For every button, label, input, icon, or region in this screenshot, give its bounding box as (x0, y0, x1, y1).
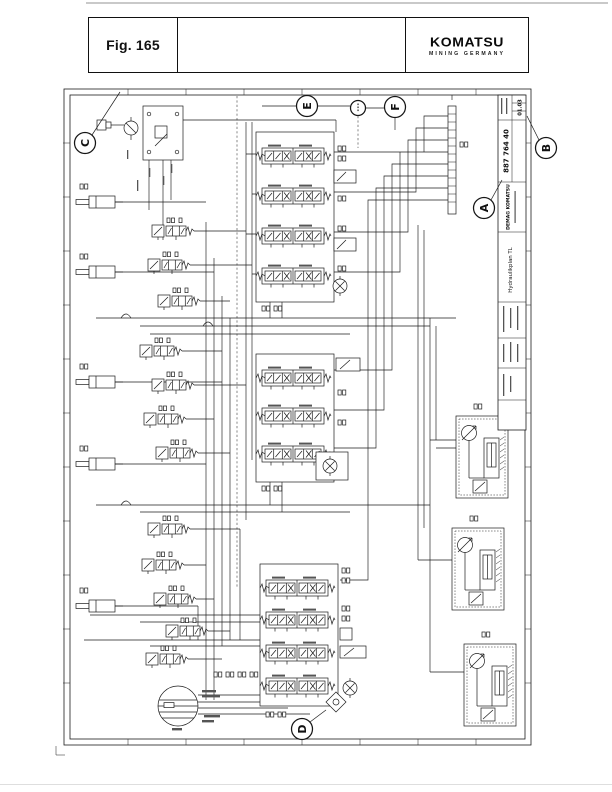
control-valve-row (255, 144, 332, 168)
valve-manifold-middle (255, 353, 361, 492)
control-valve-row (255, 404, 332, 428)
revision-date: 01.03 (517, 99, 523, 116)
title-block: 887 764 40 01.03 DEMAG KOMATSU Hydraulik… (497, 94, 527, 431)
figure-header: Fig. 165 KOMATSU MINING GERMANY (88, 17, 529, 73)
svg-text:B: B (540, 144, 553, 152)
reference-balloons: C E F A (73, 91, 558, 741)
ref-d: D (290, 709, 327, 741)
valve-block-unit (451, 527, 505, 611)
tank-reservoir (157, 685, 220, 731)
scan-artifact-bottom (0, 784, 612, 785)
control-valve-row (255, 366, 332, 390)
brand-logo: KOMATSU MINING GERMANY (406, 18, 528, 72)
brand-name: KOMATSU (430, 34, 504, 49)
svg-text:A: A (478, 203, 491, 212)
frame-tick-marks (55, 89, 531, 756)
detail-marker (349, 99, 367, 117)
svg-text:E: E (301, 102, 314, 110)
control-valve-row (259, 576, 336, 600)
valve-manifold-lower (259, 563, 367, 718)
control-valve-row (255, 224, 332, 248)
svg-text:D: D (296, 724, 309, 733)
valve-manifold-upper (255, 131, 357, 312)
scan-artifact-top (86, 2, 608, 4)
ref-b: B (526, 115, 558, 160)
control-valve-row (259, 608, 336, 632)
ref-c: C (73, 91, 121, 155)
valve-block-unit (463, 643, 517, 727)
ref-a: A (472, 179, 503, 220)
control-valve-row (259, 641, 336, 665)
figure-label: Fig. 165 (106, 37, 160, 53)
brand-subtitle: MINING GERMANY (428, 50, 506, 57)
control-valve-row (259, 674, 336, 698)
filter-symbol (325, 691, 347, 713)
ref-e: E (295, 94, 319, 118)
drawing-title: Hydraulikplan TL (508, 247, 514, 292)
drawing-number: 887 764 40 (502, 129, 510, 173)
control-valve-row (255, 264, 332, 288)
control-valve-row (255, 184, 332, 208)
svg-text:C: C (79, 139, 92, 147)
company-name: DEMAG KOMATSU (506, 184, 512, 230)
dashed-boundary-lines (236, 96, 359, 588)
header-spacer-cell (178, 18, 406, 72)
ref-f: F (383, 95, 407, 119)
line-crossover-bumps (120, 313, 214, 506)
figure-label-cell: Fig. 165 (89, 18, 178, 72)
svg-text:F: F (389, 103, 402, 111)
pilot-pump-assembly (96, 105, 184, 191)
